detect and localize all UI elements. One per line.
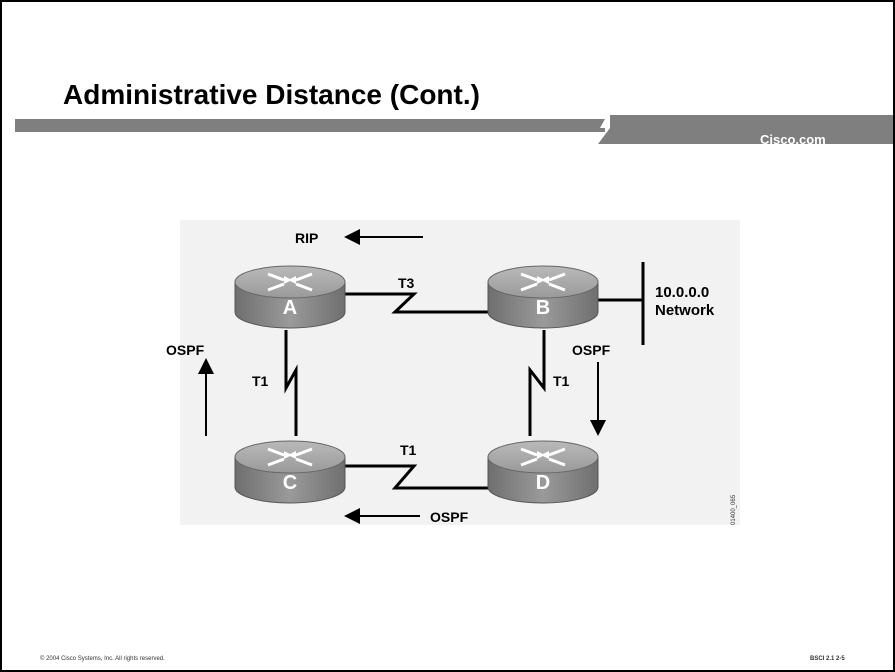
network-address-label: 10.0.0.0 bbox=[655, 284, 709, 301]
brand-label: Cisco.com bbox=[760, 132, 826, 147]
flow-right-label: OSPF bbox=[572, 342, 611, 358]
copyright-footer: © 2004 Cisco Systems, Inc. All rights re… bbox=[40, 656, 165, 662]
link-a-b bbox=[345, 292, 488, 314]
router-a-label: A bbox=[283, 297, 297, 319]
router-b: B bbox=[486, 264, 600, 330]
slide-title: Administrative Distance (Cont.) bbox=[63, 79, 480, 110]
router-b-label: B bbox=[536, 297, 550, 319]
link-b-d bbox=[528, 330, 546, 436]
link-c-d bbox=[345, 464, 488, 490]
flow-bottom-label: OSPF bbox=[430, 509, 469, 525]
router-c-label: C bbox=[283, 472, 297, 494]
link-a-c-label: T1 bbox=[252, 373, 269, 389]
router-d: D bbox=[486, 439, 600, 505]
router-c: C bbox=[233, 439, 347, 505]
network-links bbox=[284, 292, 546, 490]
router-a: A bbox=[233, 264, 347, 330]
router-d-label: D bbox=[536, 472, 550, 494]
link-c-d-label: T1 bbox=[400, 442, 417, 458]
flow-left-label: OSPF bbox=[166, 342, 205, 358]
link-a-b-label: T3 bbox=[398, 275, 415, 291]
course-page-footer: BSCI 2.1 2-5 bbox=[810, 656, 845, 662]
figure-id: 01400_065 bbox=[731, 494, 737, 525]
link-a-c bbox=[284, 330, 298, 436]
network-name-label: Network bbox=[655, 302, 715, 319]
flow-top-label: RIP bbox=[295, 230, 318, 246]
link-b-d-label: T1 bbox=[553, 373, 570, 389]
